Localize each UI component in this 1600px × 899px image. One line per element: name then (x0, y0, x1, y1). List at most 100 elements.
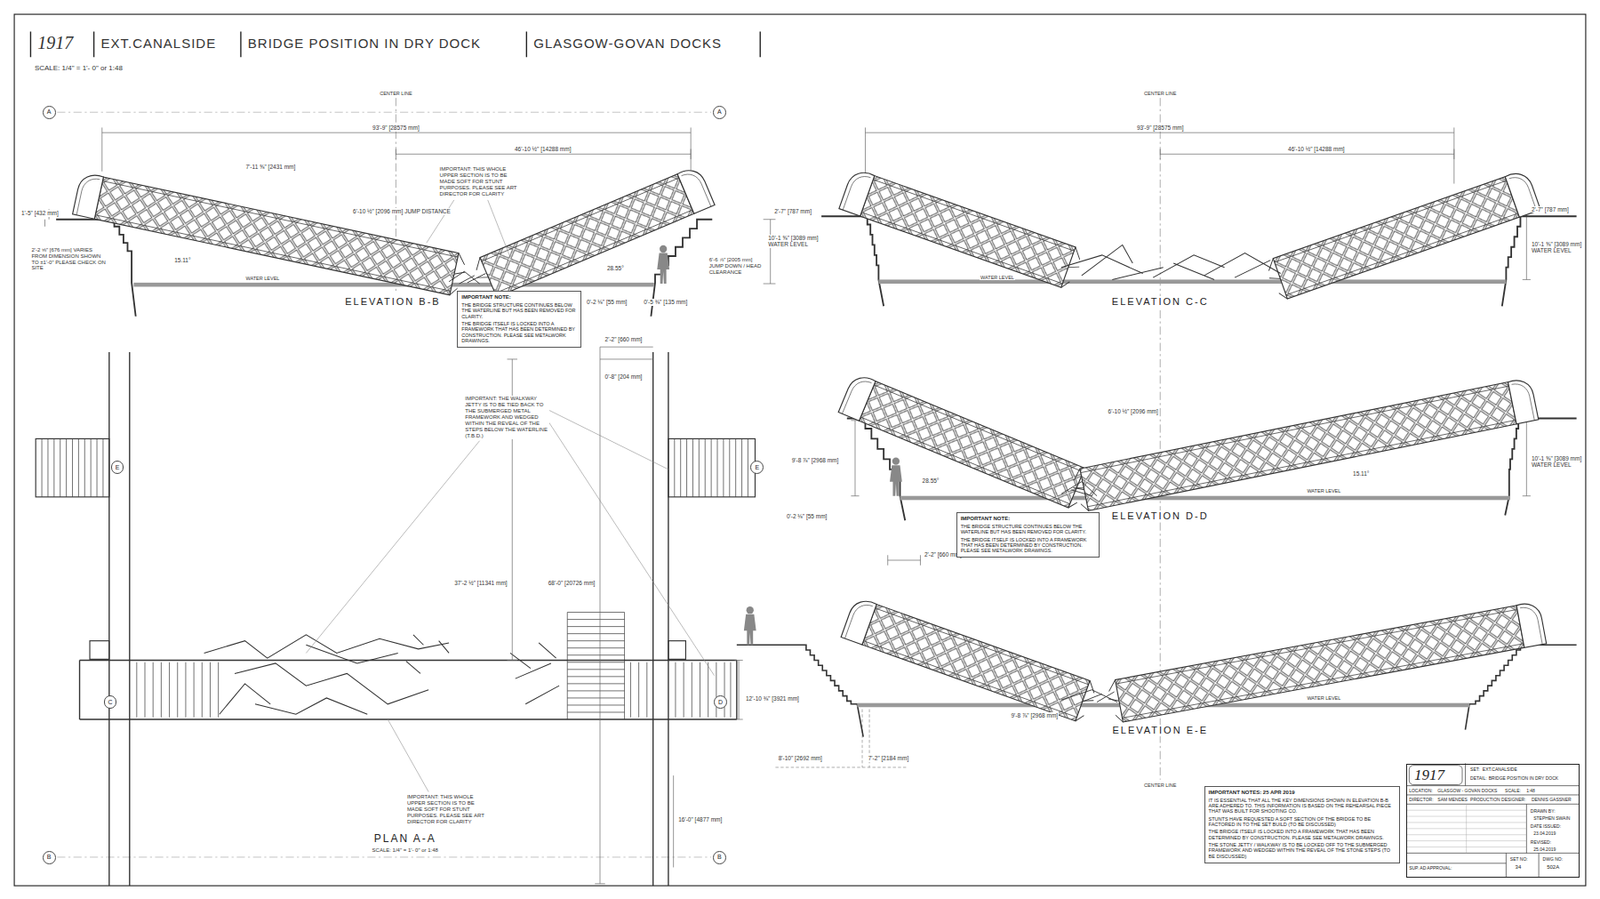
title-block-cell: 25.04.2019 (1533, 847, 1556, 853)
person-silhouette (892, 457, 900, 465)
title-block-cell: BRIDGE POSITION IN DRY DOCK (1488, 776, 1559, 782)
bridge-truss (839, 168, 1086, 291)
section-marker: A (42, 105, 56, 120)
title-block-cell: SUP. AD APPROVAL: (1408, 865, 1452, 872)
dimension-label: 93'-9" [28575 mm] (1136, 124, 1185, 131)
dimension-label: 8'-10" [2692 mm] (777, 754, 824, 761)
bridge-truss (1115, 608, 1524, 718)
title-block-cell: STEPHEN SWAIN (1533, 816, 1570, 822)
sheet-border (14, 14, 1586, 886)
note-text: IMPORTANT: THIS WHOLE UPPER SECTION IS T… (439, 166, 521, 197)
title-block-cell: LOCATION: (1408, 788, 1433, 794)
bridge-truss (840, 596, 1100, 725)
dimension-label: 12'-10 ⅜" [3921 mm] (744, 695, 800, 702)
view-title: ELEVATION D-D (1111, 510, 1210, 522)
scale-note: SCALE: 1/4" = 1'- 0" or 1:48 (33, 64, 124, 72)
dimension-label: 6'-10 ½" [2096 mm] (1107, 408, 1160, 415)
note-box: IMPORTANT NOTES: 25 APR 2019IT IS ESSENT… (1204, 785, 1400, 864)
deck-plank (630, 662, 731, 718)
bridge-truss (860, 384, 1083, 504)
bridge-truss (863, 608, 1088, 718)
dock-wall-plan (109, 352, 669, 886)
note-heading: IMPORTANT NOTES: 25 APR 2019 (1208, 789, 1396, 796)
angle-label: 28.55° (606, 264, 625, 272)
dimension-label: 7'-2" [2184 mm] (867, 754, 910, 761)
bollard (668, 640, 687, 660)
bridge-truss (94, 176, 459, 296)
title-block-cell: GLASGOW - GOVAN DOCKS (1437, 788, 1497, 794)
dock-wall (821, 216, 884, 306)
bridge-truss (1070, 468, 1089, 513)
title-block-cell: REVISED: (1530, 840, 1552, 846)
title-block-cell: 34 (1515, 864, 1522, 871)
elevation-e-e (736, 596, 1577, 768)
bollard (89, 640, 110, 660)
person-silhouette (889, 457, 903, 496)
water-level-label: WATER LEVEL (979, 274, 1016, 280)
bridge-truss (1070, 376, 1539, 512)
section-marker-letter: C (107, 698, 112, 706)
dimension-line (673, 659, 744, 867)
view-title: ELEVATION E-E (1111, 724, 1209, 736)
title-block: 1917SET:EXT.CANALSIDEDETAIL:BRIDGE POSIT… (1406, 763, 1580, 879)
title-block-line (1406, 803, 1527, 853)
dock-wall (1502, 216, 1577, 306)
bridge-truss (1115, 605, 1525, 722)
section-line (56, 97, 1160, 857)
bridge-truss (844, 600, 872, 644)
title-block-cell: 23.04.2019 (1533, 831, 1556, 837)
angle-label: 15.11° (173, 256, 192, 264)
title-block-cell: DENNIS GASSNER (1531, 797, 1572, 803)
elevation-d-d (838, 372, 1576, 566)
title-block-cell: DATE ISSUED: (1530, 824, 1561, 830)
dimension-label: 9'-8 ⅞" [2968 mm] (1009, 712, 1059, 719)
stone-steps-plan (668, 438, 756, 496)
bridge-truss (72, 171, 470, 297)
water-level (878, 279, 1506, 284)
title-text: EXT.CANALSIDE (100, 35, 218, 51)
note-body: THE BRIDGE ITSELF IS LOCKED INTO A FRAME… (1208, 828, 1396, 840)
stone-steps (736, 644, 864, 736)
dimension-label: 46'-10 ½" [14288 mm] (513, 145, 573, 152)
person-silhouette (744, 614, 757, 645)
bridge-truss (681, 169, 712, 213)
person-silhouette (656, 245, 670, 284)
dimension-label: 2'-2 ⅝" [676 mm] VARIES FROM DIMENSION S… (30, 247, 108, 272)
dimension-label: 37'-2 ½" [11341 mm] (453, 579, 508, 586)
bridge-truss (1263, 168, 1541, 303)
note-body: THE BRIDGE ITSELF IS LOCKED INTO A FRAME… (461, 320, 577, 344)
note-text: IMPORTANT: THE WALKWAY JETTY IS TO BE TI… (464, 395, 550, 439)
bridge-truss (841, 376, 872, 420)
person-silhouette (656, 253, 670, 284)
section-line (56, 112, 712, 113)
stone-steps-plan (35, 438, 110, 496)
bridge-truss (838, 372, 1095, 512)
dimension-label: 0'-8" [204 mm] (604, 373, 644, 380)
section-marker: C (104, 695, 118, 709)
title-text: BRIDGE POSITION IN DRY DOCK (247, 35, 482, 51)
elevation-c-c (821, 127, 1576, 306)
section-marker-letter: A (47, 108, 52, 116)
title-text: GLASGOW-GOVAN DOCKS (532, 35, 723, 51)
bridge-truss (1075, 680, 1100, 724)
section-marker-letter: D (718, 698, 723, 706)
bridge-truss (861, 179, 1074, 284)
center-line-label: CENTER LINE (378, 90, 413, 96)
dimension-label: 93'-9" [28575 mm] (371, 124, 421, 131)
water-level-label: WATER LEVEL (1305, 488, 1342, 494)
dimension-label: 0'-2 ⅛" [55 mm] (585, 298, 628, 305)
bridge-truss (1272, 176, 1520, 299)
dimension-label: 2'-7" [787 mm] (1530, 206, 1570, 213)
title-block-cell: EXT.CANALSIDE (1482, 767, 1518, 773)
elevation-b-b (45, 127, 776, 316)
section-marker: B (712, 850, 727, 864)
title-block-cell: 1917 (1414, 766, 1445, 784)
title-block-cell: SCALE: (1504, 788, 1521, 794)
bridge-truss (1080, 382, 1517, 512)
dimension-label: 10'-1 ⅝" [3089 mm] WATER LEVEL (767, 234, 831, 248)
bridge-truss (862, 604, 1090, 721)
title-block-cell: SET: (1470, 767, 1480, 773)
bridge-truss (1512, 381, 1536, 424)
bridge-truss (1520, 605, 1543, 648)
